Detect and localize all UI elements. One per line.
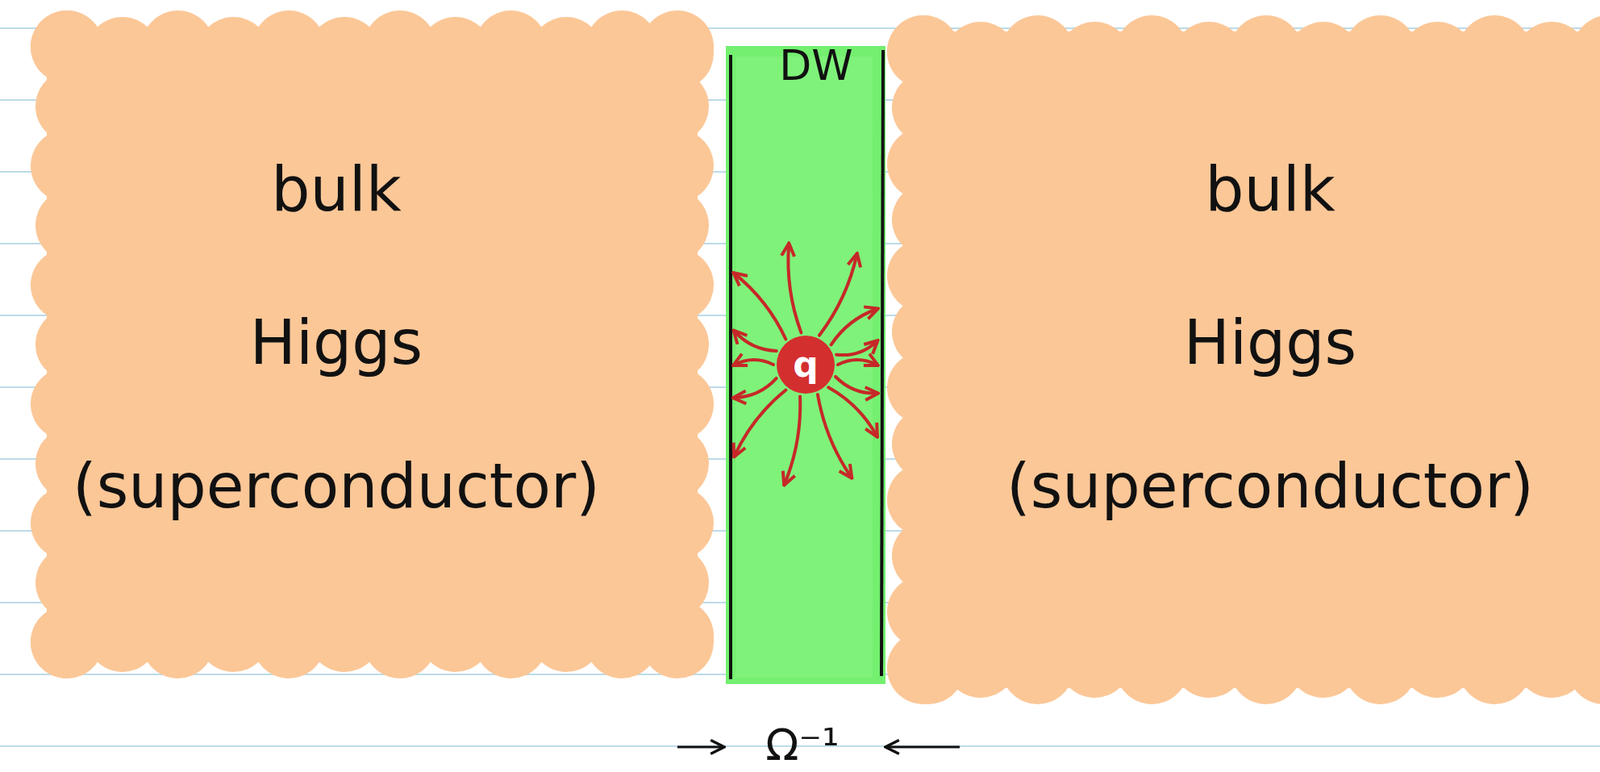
bulk-region-shape — [30, 10, 714, 679]
region-label: Higgs — [250, 312, 423, 374]
wall-boundary — [881, 50, 884, 676]
wall-boundary — [729, 54, 733, 680]
bulk-region: bulkHiggs (superconductor) — [30, 10, 714, 679]
wall-label: DW — [779, 44, 853, 87]
dimension-arrow — [885, 745, 960, 749]
region-label: bulk — [1204, 158, 1336, 221]
region-label: (superconductor) — [1006, 455, 1534, 517]
bulk-region: bulkHiggs (superconductor) — [887, 15, 1600, 705]
charge-circle: q — [776, 335, 835, 394]
dimension-arrow — [677, 745, 725, 749]
region-label: Higgs — [1183, 312, 1357, 374]
region-label: (superconductor) — [72, 455, 600, 517]
bulk-region-shape — [887, 15, 1600, 705]
dimension-label: Ω⁻¹ — [765, 723, 839, 767]
domain-wall-band — [725, 45, 886, 684]
charge-label: q — [792, 346, 819, 383]
region-label: bulk — [270, 158, 402, 221]
domain-wall: DW q — [725, 45, 886, 684]
electric-field-lines — [734, 244, 877, 484]
